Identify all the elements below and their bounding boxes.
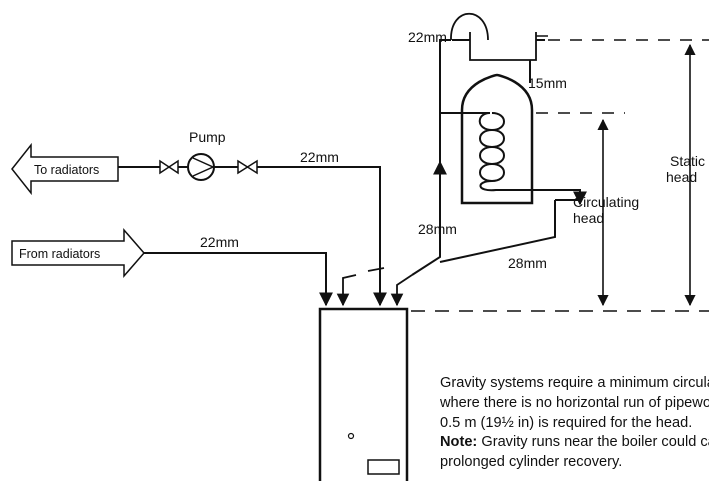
valve-right (237, 159, 258, 175)
pump-symbol (187, 153, 215, 181)
note-text: Gravity runs near the boiler could cause (481, 434, 709, 451)
caption-line-1: Gravity systems require a minimum circul… (440, 375, 709, 391)
pipe-size-28mm-return: 28mm (508, 255, 547, 271)
valve-left (159, 159, 179, 175)
caption-line-3: 0.5 m (19½ in) is required for the head. (440, 414, 693, 431)
boiler (318, 307, 409, 486)
return-pipe (144, 252, 333, 307)
pipe-size-22mm-return: 22mm (200, 234, 239, 250)
static-head-label-1: Static (670, 153, 705, 169)
boiler-indicator (347, 432, 355, 440)
caption-line-2: where there is no horizontal run of pipe… (440, 394, 709, 411)
pipe-size-28mm-flow: 28mm (418, 221, 457, 237)
pump-label: Pump (189, 129, 226, 145)
hot-water-cylinder (460, 73, 534, 205)
caption-text: Gravity systems require a minimum circul… (440, 374, 709, 481)
heating-coil (462, 112, 581, 200)
caption-line-4: Note: Gravity runs near the boiler could… (440, 433, 709, 453)
from-radiators-label: From radiators (19, 247, 100, 261)
boiler-control-panel (367, 459, 400, 475)
pipe-size-22mm-flow: 22mm (300, 149, 339, 165)
from-radiators-arrow (11, 227, 145, 279)
to-radiators-label: To radiators (34, 163, 99, 177)
pipe-size-15mm: 15mm (528, 75, 567, 91)
vent-pipe (450, 13, 489, 41)
note-label: Note: (440, 434, 478, 451)
feed-expansion-tank (469, 32, 537, 61)
circulating-head-label-2: head (573, 210, 604, 226)
static-head-label-2: head (666, 169, 697, 185)
pipe-size-22mm-vent: 22mm (408, 29, 447, 45)
caption-line-5: prolonged cylinder recovery. (440, 454, 623, 471)
gravity-return-pipe (439, 200, 556, 263)
circulating-head-label-1: Circulating (573, 194, 639, 210)
gravity-flow-pipe (411, 160, 447, 276)
to-radiators-arrow (11, 142, 119, 196)
